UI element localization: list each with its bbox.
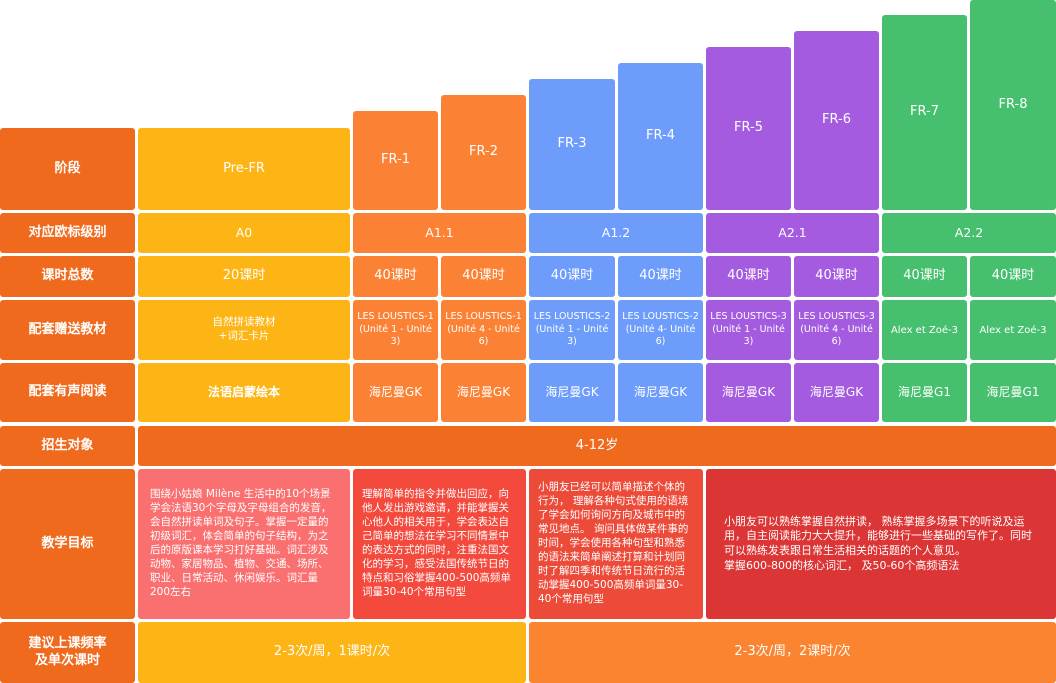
row-header-enrollment: 招生对象 <box>0 426 135 466</box>
stage-fr-4: FR-4 <box>618 63 703 210</box>
cefr-a2-1: A2.1 <box>706 213 879 253</box>
reading-pre-fr: 法语启蒙绘本 <box>138 363 350 422</box>
materials-fr-8: Alex et Zoé-3 <box>970 300 1056 360</box>
row-header-reading: 配套有声阅读 <box>0 363 135 422</box>
hours-fr-1: 40课时 <box>353 256 438 297</box>
row-header-goals: 教学目标 <box>0 469 135 619</box>
reading-fr-8: 海尼曼G1 <box>970 363 1056 422</box>
stage-fr-8: FR-8 <box>970 0 1056 210</box>
hours-pre-fr: 20课时 <box>138 256 350 297</box>
reading-fr-5: 海尼曼GK <box>706 363 791 422</box>
enrollment-age-range: 4-12岁 <box>138 426 1056 466</box>
materials-pre-fr: 自然拼读教材 +词汇卡片 <box>138 300 350 360</box>
cefr-a1-1: A1.1 <box>353 213 526 253</box>
hours-fr-2: 40课时 <box>441 256 526 297</box>
hours-fr-7: 40课时 <box>882 256 967 297</box>
stage-pre-fr: Pre-FR <box>138 128 350 210</box>
cefr-a1-2: A1.2 <box>529 213 703 253</box>
materials-fr-2: LES LOUSTICS-1 (Unité 4 - Unité 6) <box>441 300 526 360</box>
stage-fr-5: FR-5 <box>706 47 791 210</box>
stage-fr-6: FR-6 <box>794 31 879 210</box>
cefr-a2-2: A2.2 <box>882 213 1056 253</box>
frequency-fr-3-fr-8: 2-3次/周，2课时/次 <box>529 622 1056 683</box>
materials-fr-5: LES LOUSTICS-3 (Unité 1 - Unité 3) <box>706 300 791 360</box>
materials-fr-6: LES LOUSTICS-3 (Unité 4 - Unité 6) <box>794 300 879 360</box>
row-header-frequency: 建议上课频率 及单次课时 <box>0 622 135 683</box>
stage-fr-7: FR-7 <box>882 15 967 210</box>
goal-fr-3-4: 小朋友已经可以简单描述个体的行为， 理解各种句式使用的语境了学会如何询问方向及城… <box>529 469 703 619</box>
stage-fr-1: FR-1 <box>353 111 438 210</box>
goal-pre-fr: 围绕小姑娘 Milène 生活中的10个场景学会法语30个字母及字母组合的发音，… <box>138 469 350 619</box>
frequency-pre-fr-fr-2: 2-3次/周，1课时/次 <box>138 622 526 683</box>
reading-fr-7: 海尼曼G1 <box>882 363 967 422</box>
hours-fr-4: 40课时 <box>618 256 703 297</box>
materials-fr-3: LES LOUSTICS-2 (Unité 1 - Unité 3) <box>529 300 615 360</box>
row-header-hours: 课时总数 <box>0 256 135 297</box>
reading-fr-1: 海尼曼GK <box>353 363 438 422</box>
cefr-a0: A0 <box>138 213 350 253</box>
hours-fr-5: 40课时 <box>706 256 791 297</box>
reading-fr-3: 海尼曼GK <box>529 363 615 422</box>
reading-fr-4: 海尼曼GK <box>618 363 703 422</box>
stage-fr-2: FR-2 <box>441 95 526 210</box>
row-header-cefr: 对应欧标级别 <box>0 213 135 253</box>
materials-fr-7: Alex et Zoé-3 <box>882 300 967 360</box>
goal-fr-1-2: 理解简单的指令并做出回应，向他人发出游戏邀请，并能掌握关心他人的相关用于，学会表… <box>353 469 526 619</box>
row-header-materials: 配套赠送教材 <box>0 300 135 360</box>
materials-fr-1: LES LOUSTICS-1 (Unité 1 - Unité 3) <box>353 300 438 360</box>
goal-fr-5-8: 小朋友可以熟练掌握自然拼读， 熟练掌握多场景下的听说及运用，自主阅读能力大大提升… <box>706 469 1056 619</box>
hours-fr-6: 40课时 <box>794 256 879 297</box>
hours-fr-8: 40课时 <box>970 256 1056 297</box>
hours-fr-3: 40课时 <box>529 256 615 297</box>
reading-fr-2: 海尼曼GK <box>441 363 526 422</box>
reading-fr-6: 海尼曼GK <box>794 363 879 422</box>
row-header-stage: 阶段 <box>0 128 135 210</box>
stage-fr-3: FR-3 <box>529 79 615 210</box>
materials-fr-4: LES LOUSTICS-2 (Unité 4- Unité 6) <box>618 300 703 360</box>
